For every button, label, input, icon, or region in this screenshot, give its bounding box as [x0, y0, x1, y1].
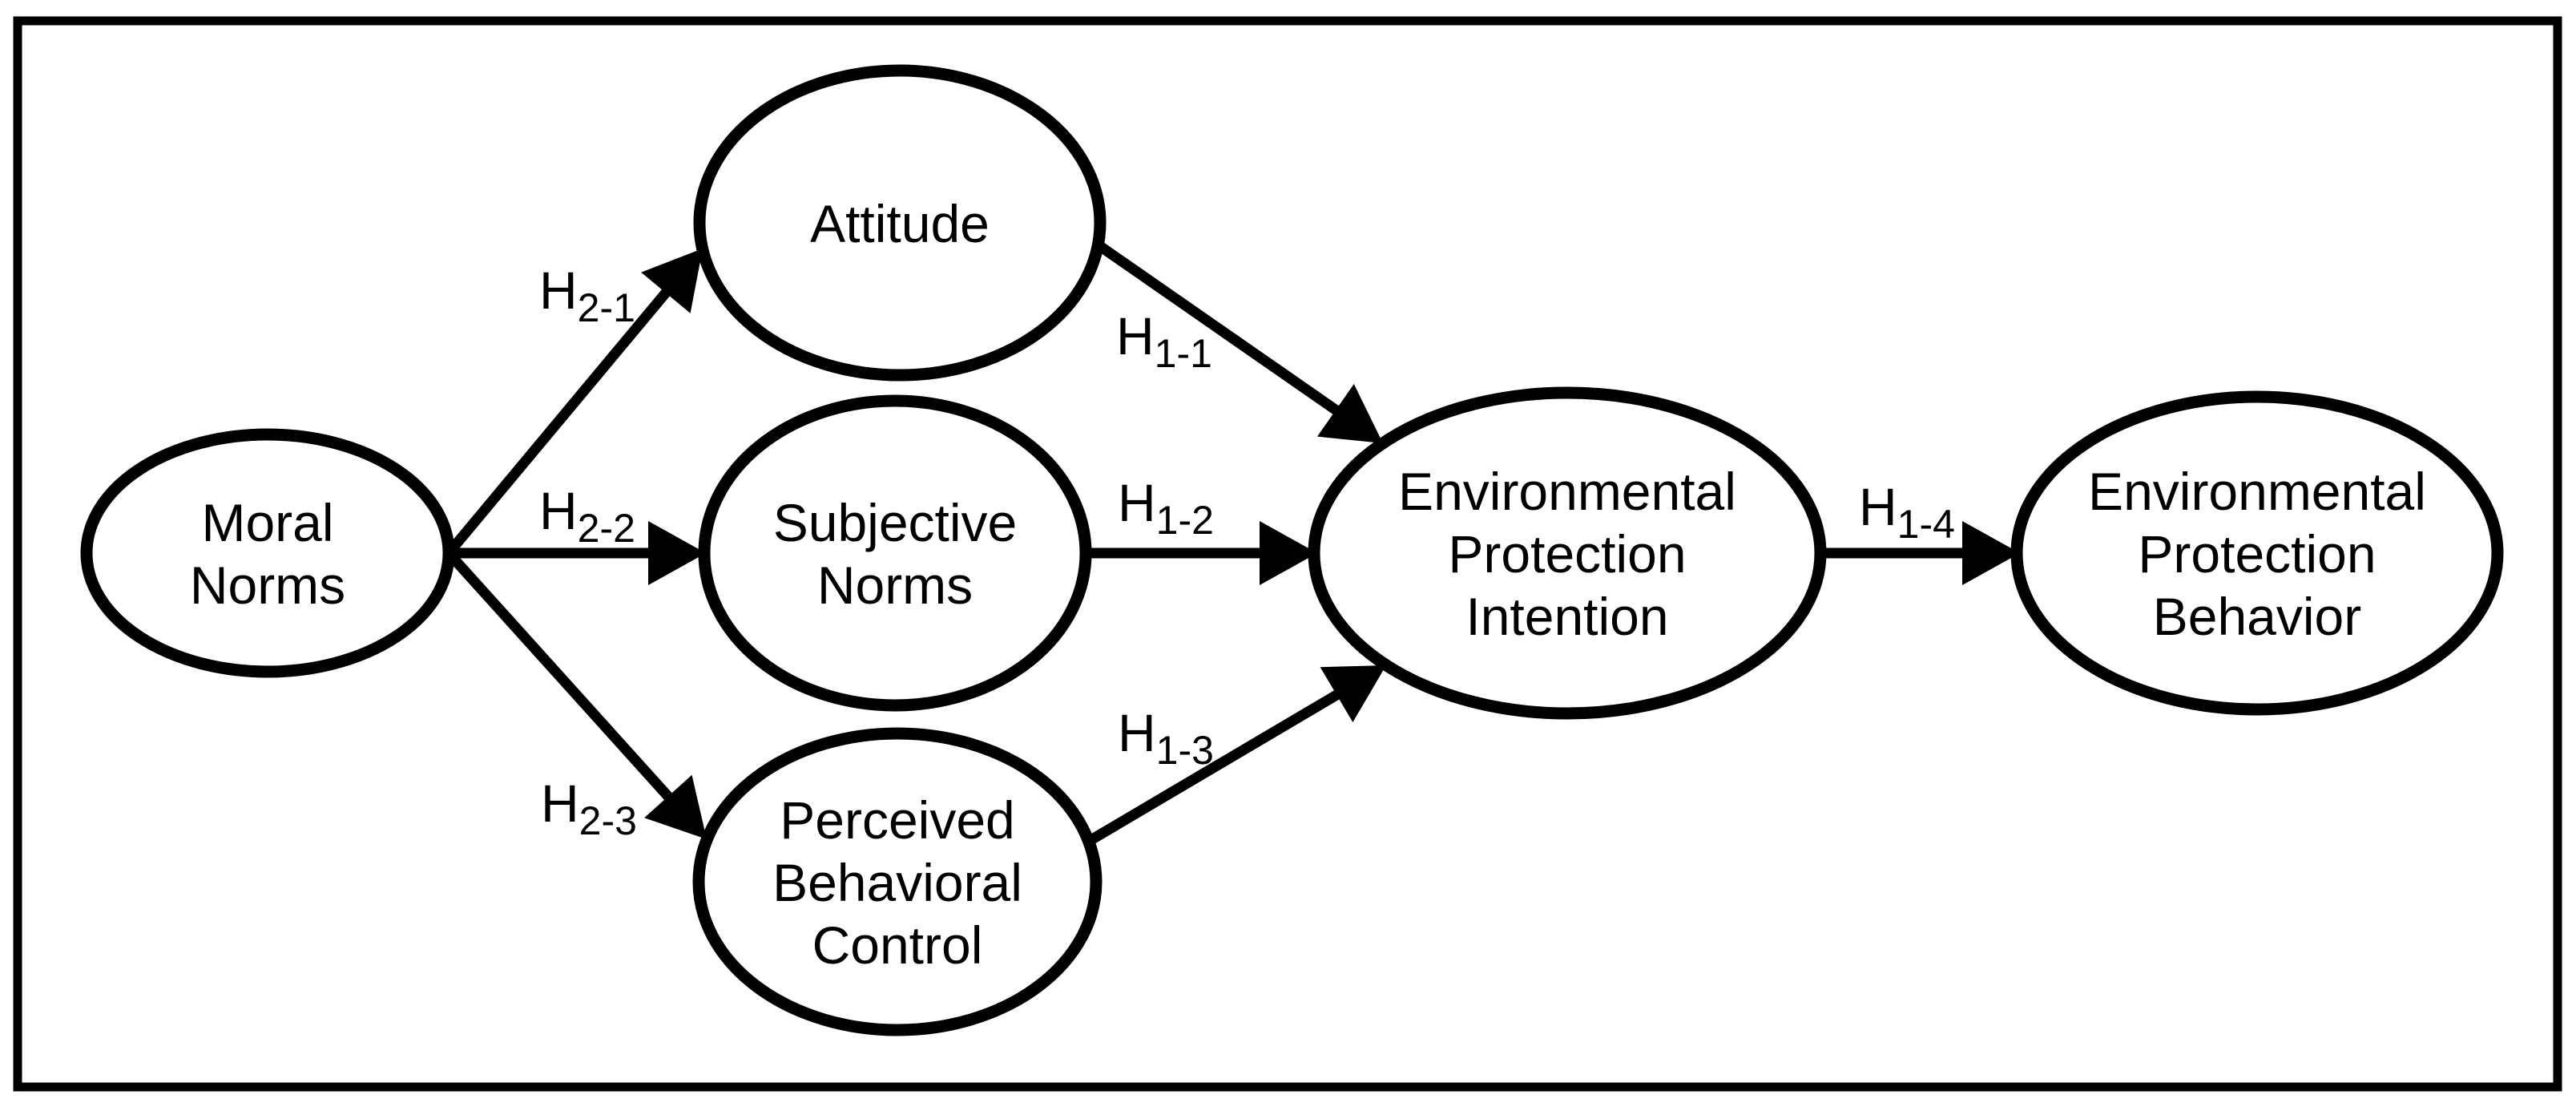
edge-label-h2-3-sub: 2-3 — [579, 798, 637, 843]
node-perceived-behavioral-control-ellipse — [692, 727, 1103, 1036]
edge-label-h2-3: H2-3 — [541, 774, 637, 843]
arrow-h1-1-line — [1092, 238, 1348, 421]
node-environmental-protection-intention: Environmental Protection Intention — [1308, 386, 1827, 720]
edge-label-h1-1-sub: 1-1 — [1155, 331, 1212, 376]
node-moral-norms: Moral Norms — [80, 428, 455, 678]
arrow-h1-1-head — [1317, 384, 1383, 443]
node-environmental-protection-behavior-label-line-3: Behavior — [2153, 587, 2362, 646]
arrow-h2-1-head — [641, 248, 703, 313]
edge-label-h2-2: H2-2 — [539, 481, 635, 551]
arrow-h1-3-head — [1320, 665, 1386, 722]
edge-label-h1-4: H1-4 — [1859, 477, 1955, 547]
arrow-h2-1: H2-1 — [445, 248, 703, 557]
arrow-h1-3-line — [1085, 685, 1349, 846]
node-attitude: Attitude — [693, 64, 1107, 382]
arrow-h1-1: H1-1 — [1092, 238, 1383, 443]
node-environmental-protection-behavior-label-line-2: Protection — [2138, 524, 2376, 584]
arrow-h2-3: H2-3 — [445, 549, 707, 843]
edge-label-h1-2-main: H — [1118, 473, 1156, 532]
node-attitude-ellipse — [693, 64, 1107, 382]
node-subjective-norms-label-line-2: Norms — [817, 556, 973, 615]
edge-label-h1-1-main: H — [1116, 306, 1155, 366]
arrow-h1-4: H1-4 — [1820, 477, 2020, 585]
node-perceived-behavioral-control-label-line-2: Behavioral — [772, 853, 1022, 912]
node-moral-norms-label-line-2: Norms — [190, 556, 345, 615]
node-subjective-norms-ellipse — [698, 394, 1092, 712]
node-perceived-behavioral-control-label-line-3: Control — [812, 915, 983, 975]
node-environmental-protection-intention-label-line-1: Environmental — [1398, 462, 1736, 521]
edge-label-h1-3-main: H — [1118, 703, 1156, 762]
arrow-h1-2-head — [1260, 521, 1317, 585]
edge-label-h2-3-main: H — [541, 774, 579, 833]
arrow-h1-3: H1-3 — [1085, 665, 1386, 846]
edge-label-h1-3-sub: 1-3 — [1156, 728, 1214, 773]
node-perceived-behavioral-control-label-line-1: Perceived — [780, 790, 1015, 850]
diagram-border — [13, 16, 2562, 1092]
edge-label-h2-1-main: H — [539, 261, 578, 320]
edge-label-h1-1: H1-1 — [1116, 306, 1212, 376]
edge-label-h2-2-main: H — [539, 481, 578, 540]
arrow-h2-2: H2-2 — [449, 481, 706, 585]
arrow-h1-2: H1-2 — [1086, 473, 1317, 585]
edge-label-h1-2-sub: 1-2 — [1156, 498, 1214, 543]
edge-label-h1-4-main: H — [1859, 477, 1897, 536]
node-subjective-norms-label-line-1: Subjective — [773, 493, 1018, 552]
arrow-h1-4-head — [1962, 521, 2020, 585]
node-environmental-protection-behavior-label-line-1: Environmental — [2088, 462, 2426, 521]
node-environmental-protection-intention-label-line-3: Intention — [1465, 587, 1668, 646]
edge-label-h1-2: H1-2 — [1118, 473, 1214, 543]
node-environmental-protection-behavior: Environmental Protection Behavior — [2010, 390, 2504, 716]
arrow-h2-2-head — [648, 521, 706, 585]
edge-label-h2-2-sub: 2-2 — [578, 506, 635, 551]
edge-label-h2-1-sub: 2-1 — [578, 285, 635, 330]
arrow-h2-3-line — [445, 549, 682, 811]
arrow-h2-1-line — [445, 278, 679, 557]
node-attitude-label-line-1: Attitude — [810, 194, 990, 253]
node-moral-norms-label-line-1: Moral — [201, 493, 333, 552]
node-perceived-behavioral-control: Perceived Behavioral Control — [692, 727, 1103, 1036]
edge-label-h2-1: H2-1 — [539, 261, 635, 330]
arrow-h2-3-head — [644, 774, 707, 839]
edge-label-h1-4-sub: 1-4 — [1897, 502, 1955, 547]
node-subjective-norms: Subjective Norms — [698, 394, 1092, 712]
node-environmental-protection-intention-label-line-2: Protection — [1448, 524, 1686, 584]
node-moral-norms-ellipse — [80, 428, 455, 678]
edge-label-h1-3: H1-3 — [1118, 703, 1214, 773]
